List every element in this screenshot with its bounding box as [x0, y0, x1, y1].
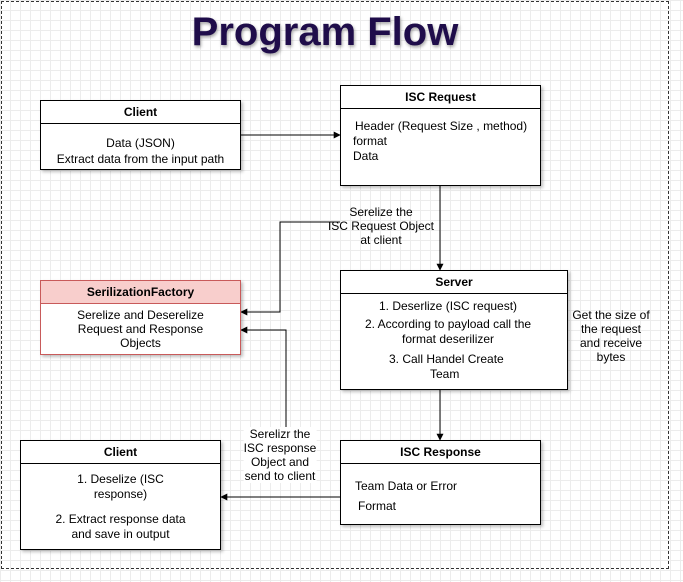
serialize-request-label-line: ISC Request Object: [327, 219, 435, 233]
server-line: 3. Call Handel Create: [389, 352, 504, 366]
client-bottom-line: 2. Extract response data: [55, 512, 186, 526]
server-line: 2. According to payload call the: [365, 317, 532, 331]
isc-response-header: ISC Response: [341, 441, 540, 464]
client-bottom-box: Client 1. Deselize (ISC response) 2. Ext…: [20, 440, 221, 550]
isc-request-header: ISC Request: [341, 86, 540, 109]
server-line: format deserilizer: [402, 332, 495, 346]
isc-request-line: Data: [353, 149, 379, 163]
serialization-factory-line: Objects: [120, 336, 161, 350]
client-top-line: Data (JSON): [106, 136, 175, 150]
serialization-factory-header: SerilizationFactory: [41, 281, 240, 304]
get-size-label: Get the size of the request and receive …: [572, 308, 649, 364]
serialize-response-label-line: Object and: [250, 455, 310, 469]
serialization-factory-box: SerilizationFactory Serelize and Deserel…: [40, 280, 241, 355]
client-bottom-line: and save in output: [71, 527, 170, 541]
server-line: Team: [430, 367, 460, 381]
client-bottom-line: 1. Deselize (ISC: [77, 472, 164, 486]
client-top-header: Client: [41, 101, 240, 124]
serialize-request-label: Serelize the ISC Request Object at clien…: [328, 205, 434, 247]
diagram-title: Program Flow: [191, 10, 459, 54]
serialize-request-label-line: Serelize the: [349, 205, 413, 219]
get-size-label-line: the request: [580, 322, 642, 336]
client-bottom-header: Client: [21, 441, 220, 464]
serialize-response-label: Serelizr the ISC response Object and sen…: [243, 427, 317, 483]
client-top-line: Extract data from the input path: [56, 152, 225, 166]
server-line: 1. Deserlize (ISC request): [379, 299, 518, 313]
serialize-response-label-line: Serelizr the: [249, 427, 311, 441]
serialize-request-label-line: at client: [360, 233, 402, 247]
isc-response-line: Team Data or Error: [355, 479, 458, 493]
serialization-factory-line: Request and Response: [77, 322, 204, 336]
server-header: Server: [341, 271, 567, 294]
serialize-response-label-line: send to client: [244, 469, 316, 483]
isc-request-box: ISC Request Header (Request Size , metho…: [340, 85, 541, 186]
client-top-box: Client Data (JSON) Extract data from the…: [40, 100, 241, 170]
serialization-factory-line: Serelize and Deserelize: [77, 308, 204, 322]
get-size-label-line: bytes: [596, 350, 626, 364]
serialize-response-label-line: ISC response: [243, 441, 317, 455]
isc-response-box: ISC Response Team Data or Error Format: [340, 440, 541, 525]
get-size-label-line: Get the size of: [572, 308, 650, 322]
isc-request-line: format: [353, 134, 388, 148]
client-bottom-line: response): [93, 487, 148, 501]
diagram-frame: [1, 1, 669, 569]
isc-response-line: Format: [358, 499, 397, 513]
isc-request-line: Header (Request Size , method): [355, 119, 528, 133]
get-size-label-line: and receive: [579, 336, 643, 350]
server-box: Server 1. Deserlize (ISC request) 2. Acc…: [340, 270, 568, 390]
